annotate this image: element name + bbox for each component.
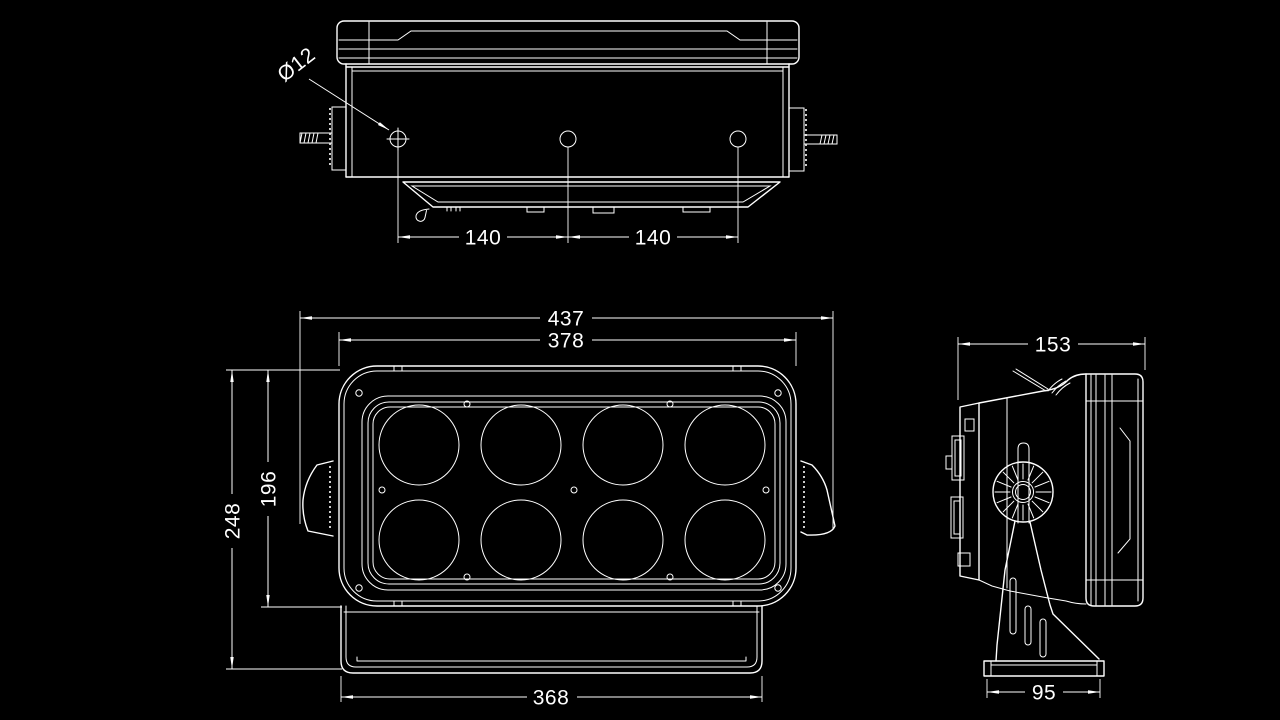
right-grip-handle: [800, 460, 836, 536]
dimension-body-height: 196: [257, 370, 342, 608]
lens: [582, 404, 664, 486]
lens: [378, 404, 460, 486]
knurled-knob: [992, 461, 1054, 523]
right-knob: [788, 107, 838, 172]
dim-spacing-left-label: 140: [465, 227, 502, 250]
lens-frame: [361, 395, 787, 591]
side-yoke-arm: [995, 442, 1100, 662]
mounting-holes: [386, 127, 747, 243]
dim-depth-label: 153: [1035, 334, 1072, 357]
dim-body-width-label: 378: [548, 330, 585, 353]
left-grip-handle: [302, 460, 334, 537]
front-housing: [1085, 373, 1144, 607]
lens: [684, 404, 766, 486]
top-neck: [978, 368, 1087, 404]
lens: [480, 404, 562, 486]
front-body: [338, 365, 797, 607]
lens: [480, 499, 562, 581]
top-view: 140 140 Ø12: [264, 20, 838, 250]
top-body: [345, 63, 790, 178]
dimension-overall-height: 248: [221, 369, 342, 670]
dimension-base-width: 95: [986, 679, 1101, 705]
base-plate: [983, 660, 1105, 677]
dimension-hole-spacing: 140 140: [398, 226, 738, 250]
dim-overall-height-label: 248: [222, 503, 245, 540]
underside-edge: [978, 579, 1087, 605]
lens: [378, 499, 460, 581]
left-knob: [299, 106, 347, 171]
rear-connectors: [945, 435, 965, 539]
front-yoke-bracket: [340, 605, 763, 674]
dim-overall-width-label: 437: [548, 308, 585, 331]
front-view: 437 378 248 196: [221, 307, 836, 710]
dimension-body-width: 378: [338, 330, 797, 366]
safety-hook: [415, 208, 430, 222]
side-view: 153 95: [945, 333, 1146, 705]
dimension-bracket-width: 368: [340, 676, 763, 710]
dim-bracket-width-label: 368: [533, 687, 570, 710]
lens: [582, 499, 664, 581]
dimension-depth: 153: [957, 333, 1146, 400]
housing-groove: [1117, 427, 1131, 554]
rear-panel: [945, 397, 1008, 589]
dim-base-width-label: 95: [1032, 682, 1056, 705]
dimension-overall-width: 437: [299, 307, 834, 530]
lens-array: [378, 404, 766, 581]
knurl-spokes: [994, 463, 1052, 521]
top-bar: [336, 20, 800, 65]
top-yoke-bracket: [402, 181, 781, 222]
safety-pin: [1012, 368, 1049, 392]
lens: [684, 499, 766, 581]
face-screws: [355, 389, 782, 592]
dimension-hole-diameter: Ø12: [264, 36, 390, 131]
dim-body-height-label: 196: [258, 471, 281, 508]
dim-spacing-right-label: 140: [635, 227, 672, 250]
